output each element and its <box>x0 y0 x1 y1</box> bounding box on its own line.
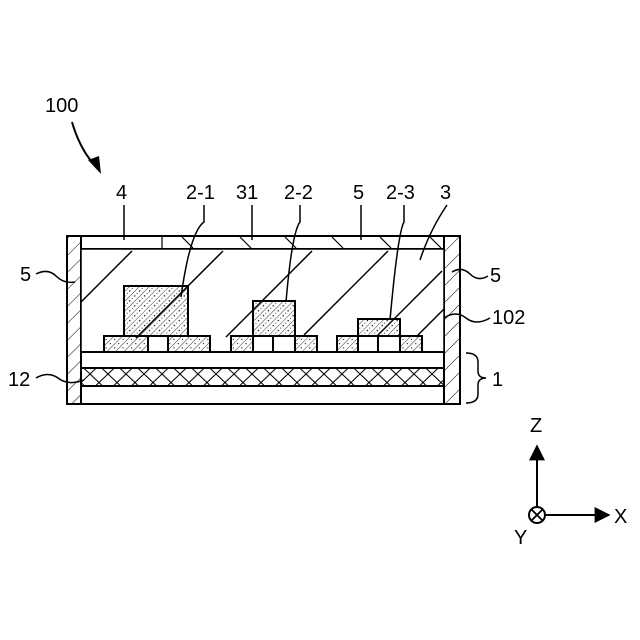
axis-label-x: X <box>614 506 627 528</box>
axis-label-z: Z <box>530 415 542 437</box>
label-4: 4 <box>116 182 127 204</box>
chip-2-3-pad-right <box>400 336 422 352</box>
chip-2-3-pad-mid2 <box>378 336 400 352</box>
label-12: 12 <box>8 369 30 391</box>
chip-2-1 <box>124 286 188 336</box>
chip-2-2-pad-right <box>295 336 317 352</box>
label-2-3: 2-3 <box>386 182 415 204</box>
label-31: 31 <box>236 182 258 204</box>
chip-2-1-pad-left <box>104 336 148 352</box>
substrate-bottom-plate <box>81 386 444 404</box>
label-102: 102 <box>492 307 525 329</box>
label-2-1: 2-1 <box>186 182 215 204</box>
bracket-1 <box>466 353 486 403</box>
label-2-2: 2-2 <box>284 182 313 204</box>
chip-2-2-pad-mid1 <box>253 336 273 352</box>
label-100: 100 <box>45 95 78 117</box>
coordinate-axes: Z X Y <box>514 415 627 549</box>
label-1: 1 <box>492 369 503 391</box>
label-5-left: 5 <box>20 264 31 286</box>
chip-2-3-pad-left <box>337 336 358 352</box>
chip-2-1-pad-mid <box>148 336 168 352</box>
left-side-wall <box>67 236 81 404</box>
chip-2-3-pad-mid1 <box>358 336 378 352</box>
label-5-top: 5 <box>353 182 364 204</box>
right-side-wall <box>444 236 460 404</box>
chip-2-2-pad-mid2 <box>273 336 295 352</box>
substrate-top-plate <box>81 352 444 368</box>
label-3: 3 <box>440 182 451 204</box>
chip-2-2 <box>253 301 295 336</box>
chip-2-1-pad-right <box>168 336 210 352</box>
layer-12 <box>81 368 444 386</box>
chip-2-3 <box>358 319 400 336</box>
chip-2-2-pad-left <box>231 336 253 352</box>
label-5-right: 5 <box>490 265 501 287</box>
axis-label-y: Y <box>514 527 527 549</box>
